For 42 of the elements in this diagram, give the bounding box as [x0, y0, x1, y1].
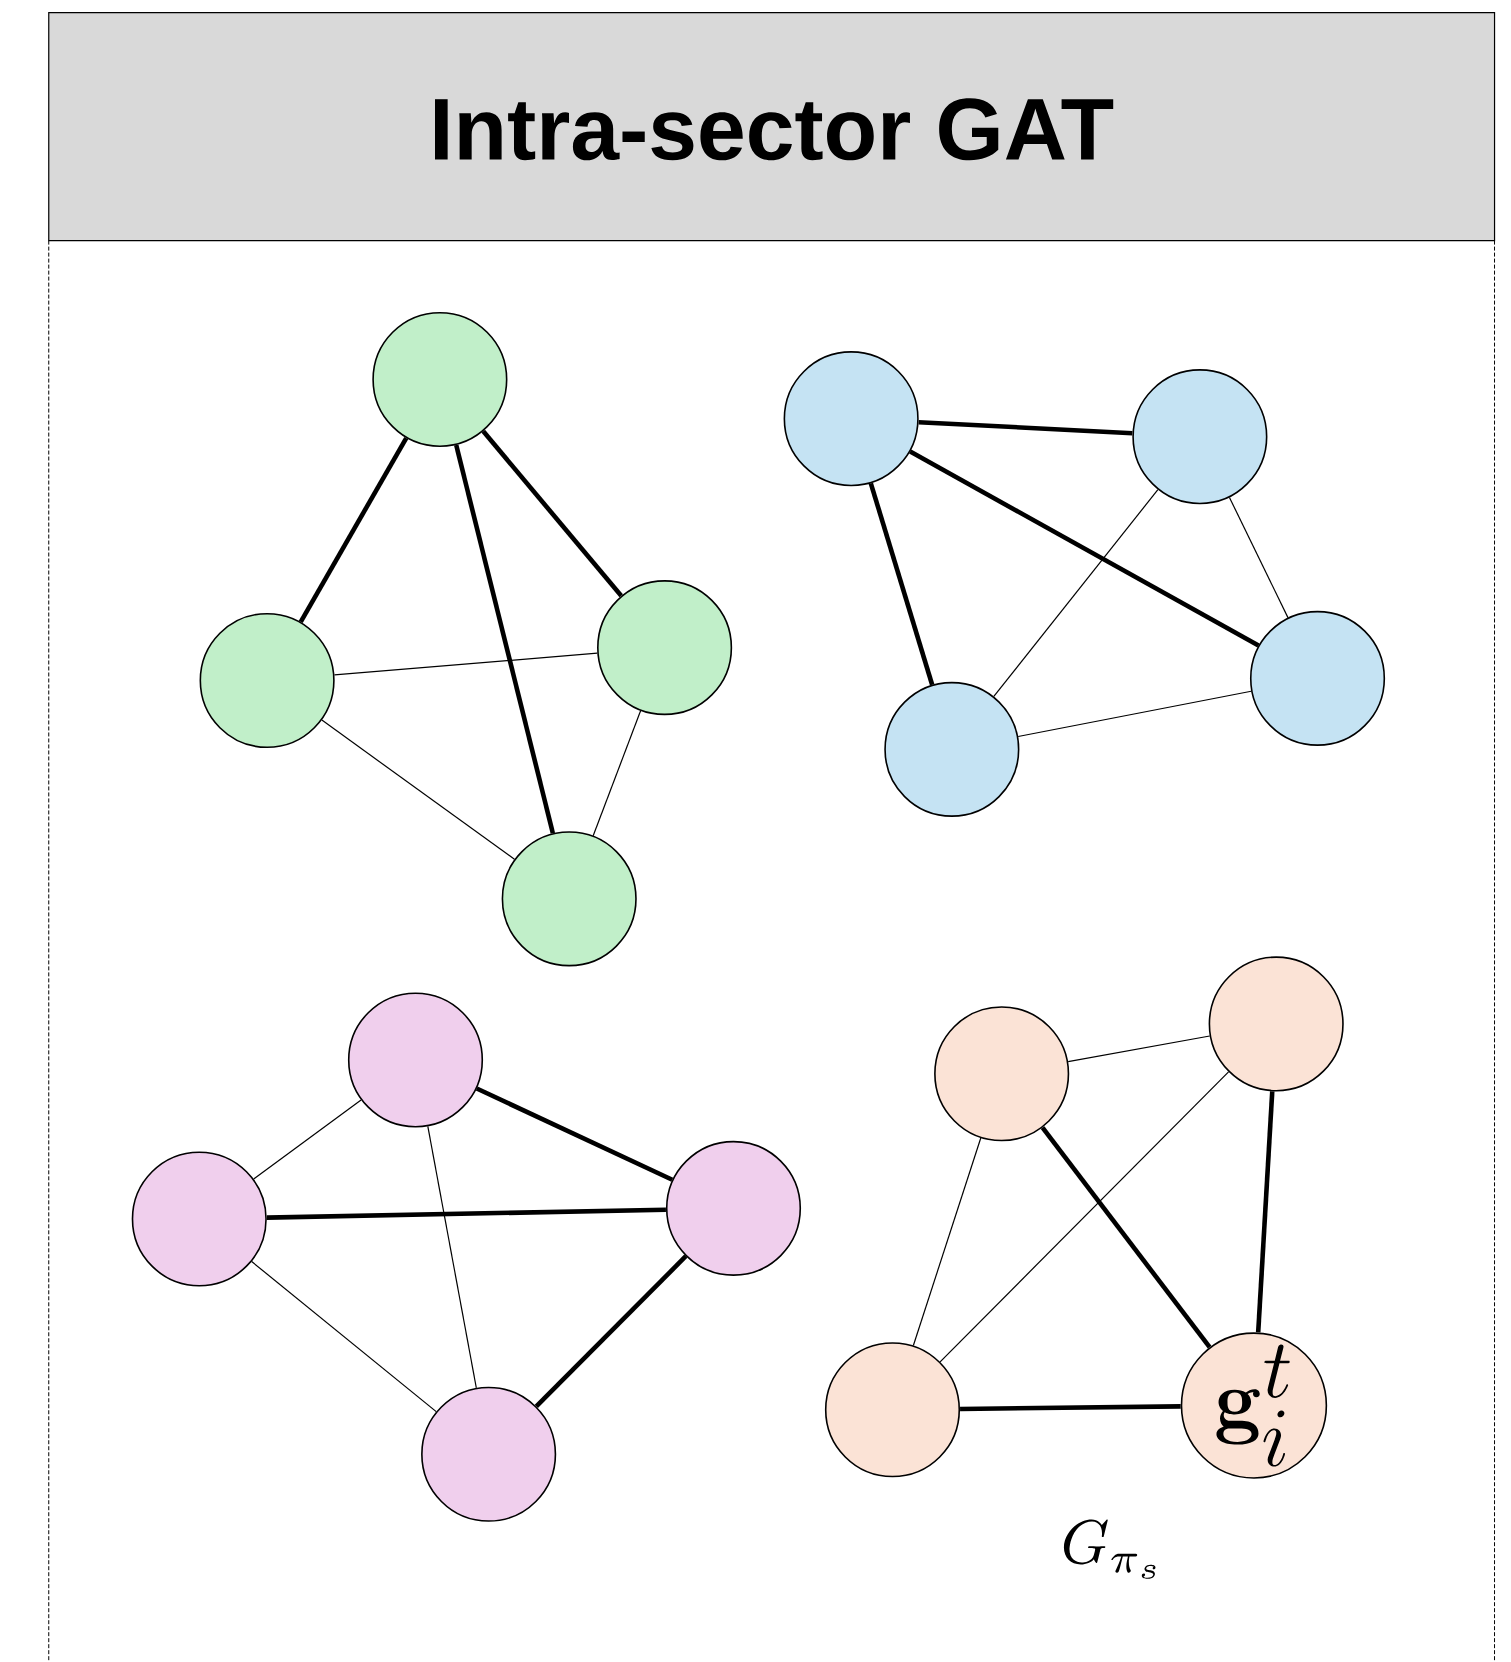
graph-edge: [1255, 1091, 1275, 1333]
graph-edge: [959, 1404, 1181, 1412]
graph-edge: [266, 1207, 666, 1220]
graph-node: [783, 351, 919, 487]
graph-edge: [868, 482, 935, 686]
graph-node: [372, 311, 508, 448]
graph-edge: [1017, 690, 1252, 738]
graph-node: [131, 1151, 267, 1287]
graph-edge: [534, 1254, 688, 1408]
graph-edge: [1067, 1035, 1211, 1063]
graph-edge: [298, 436, 408, 624]
graph-edge: [908, 449, 1260, 648]
graph-label: $G_{\pi_s}$: [1063, 1519, 1156, 1579]
graph-edge: [252, 1099, 362, 1180]
graph-edge: [918, 419, 1133, 436]
graph-node: [1249, 610, 1385, 746]
graph-node: [420, 1386, 556, 1522]
graph-edge: [1228, 496, 1289, 619]
graph-node: [884, 681, 1020, 817]
graph-edge: [333, 652, 598, 676]
graph-edge: [321, 719, 515, 860]
graph-edge: [453, 444, 555, 834]
graph-node: [933, 1006, 1069, 1142]
graph-node: [1132, 369, 1268, 505]
graph-edge: [912, 1137, 982, 1347]
graph-edge: [475, 1086, 673, 1182]
graph-edge: [939, 1071, 1229, 1363]
graph-node: [199, 612, 335, 749]
graph-node: [596, 580, 732, 716]
graph-edge: [993, 489, 1159, 698]
graph-node: [347, 992, 483, 1128]
graph-edge: [1040, 1126, 1212, 1349]
graph-edge: [427, 1125, 477, 1389]
graph-node: [1208, 956, 1344, 1092]
graph-edge: [250, 1261, 437, 1413]
graph-node: [824, 1342, 960, 1478]
title-header: Intra-sector GAT: [47, 12, 1495, 242]
graph-edge: [592, 710, 641, 837]
graph-node: [665, 1140, 801, 1276]
graph-edge: [481, 429, 623, 598]
graph-node: $\mathbf{g}_i^t$: [1180, 1332, 1327, 1479]
graph-node: [501, 831, 637, 967]
